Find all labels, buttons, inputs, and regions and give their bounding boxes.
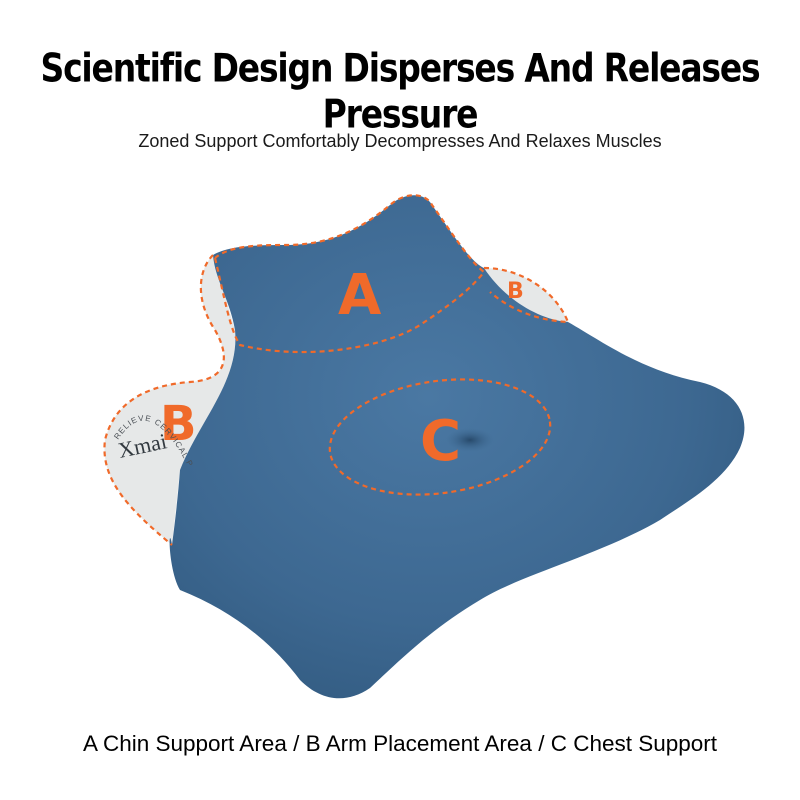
chest-dimple — [446, 428, 494, 452]
zone-b-left-label: B — [160, 396, 197, 452]
zone-a-label: A — [338, 263, 382, 328]
zone-b-right-outline — [483, 266, 570, 324]
page-title: Scientific Design Disperses And Releases… — [40, 44, 761, 138]
right-side-panel — [484, 268, 568, 322]
zone-a-outline — [213, 194, 486, 354]
zone-b-left-outline — [103, 254, 225, 546]
zone-c-label: C — [420, 409, 461, 474]
left-side-panel — [104, 255, 236, 545]
zone-c-outline — [328, 378, 552, 496]
page-subtitle: Zoned Support Comfortably Decompresses A… — [138, 131, 662, 151]
zone-b-right-label: B — [507, 279, 524, 304]
zone-caption: A Chin Support Area / B Arm Placement Ar… — [82, 731, 718, 756]
